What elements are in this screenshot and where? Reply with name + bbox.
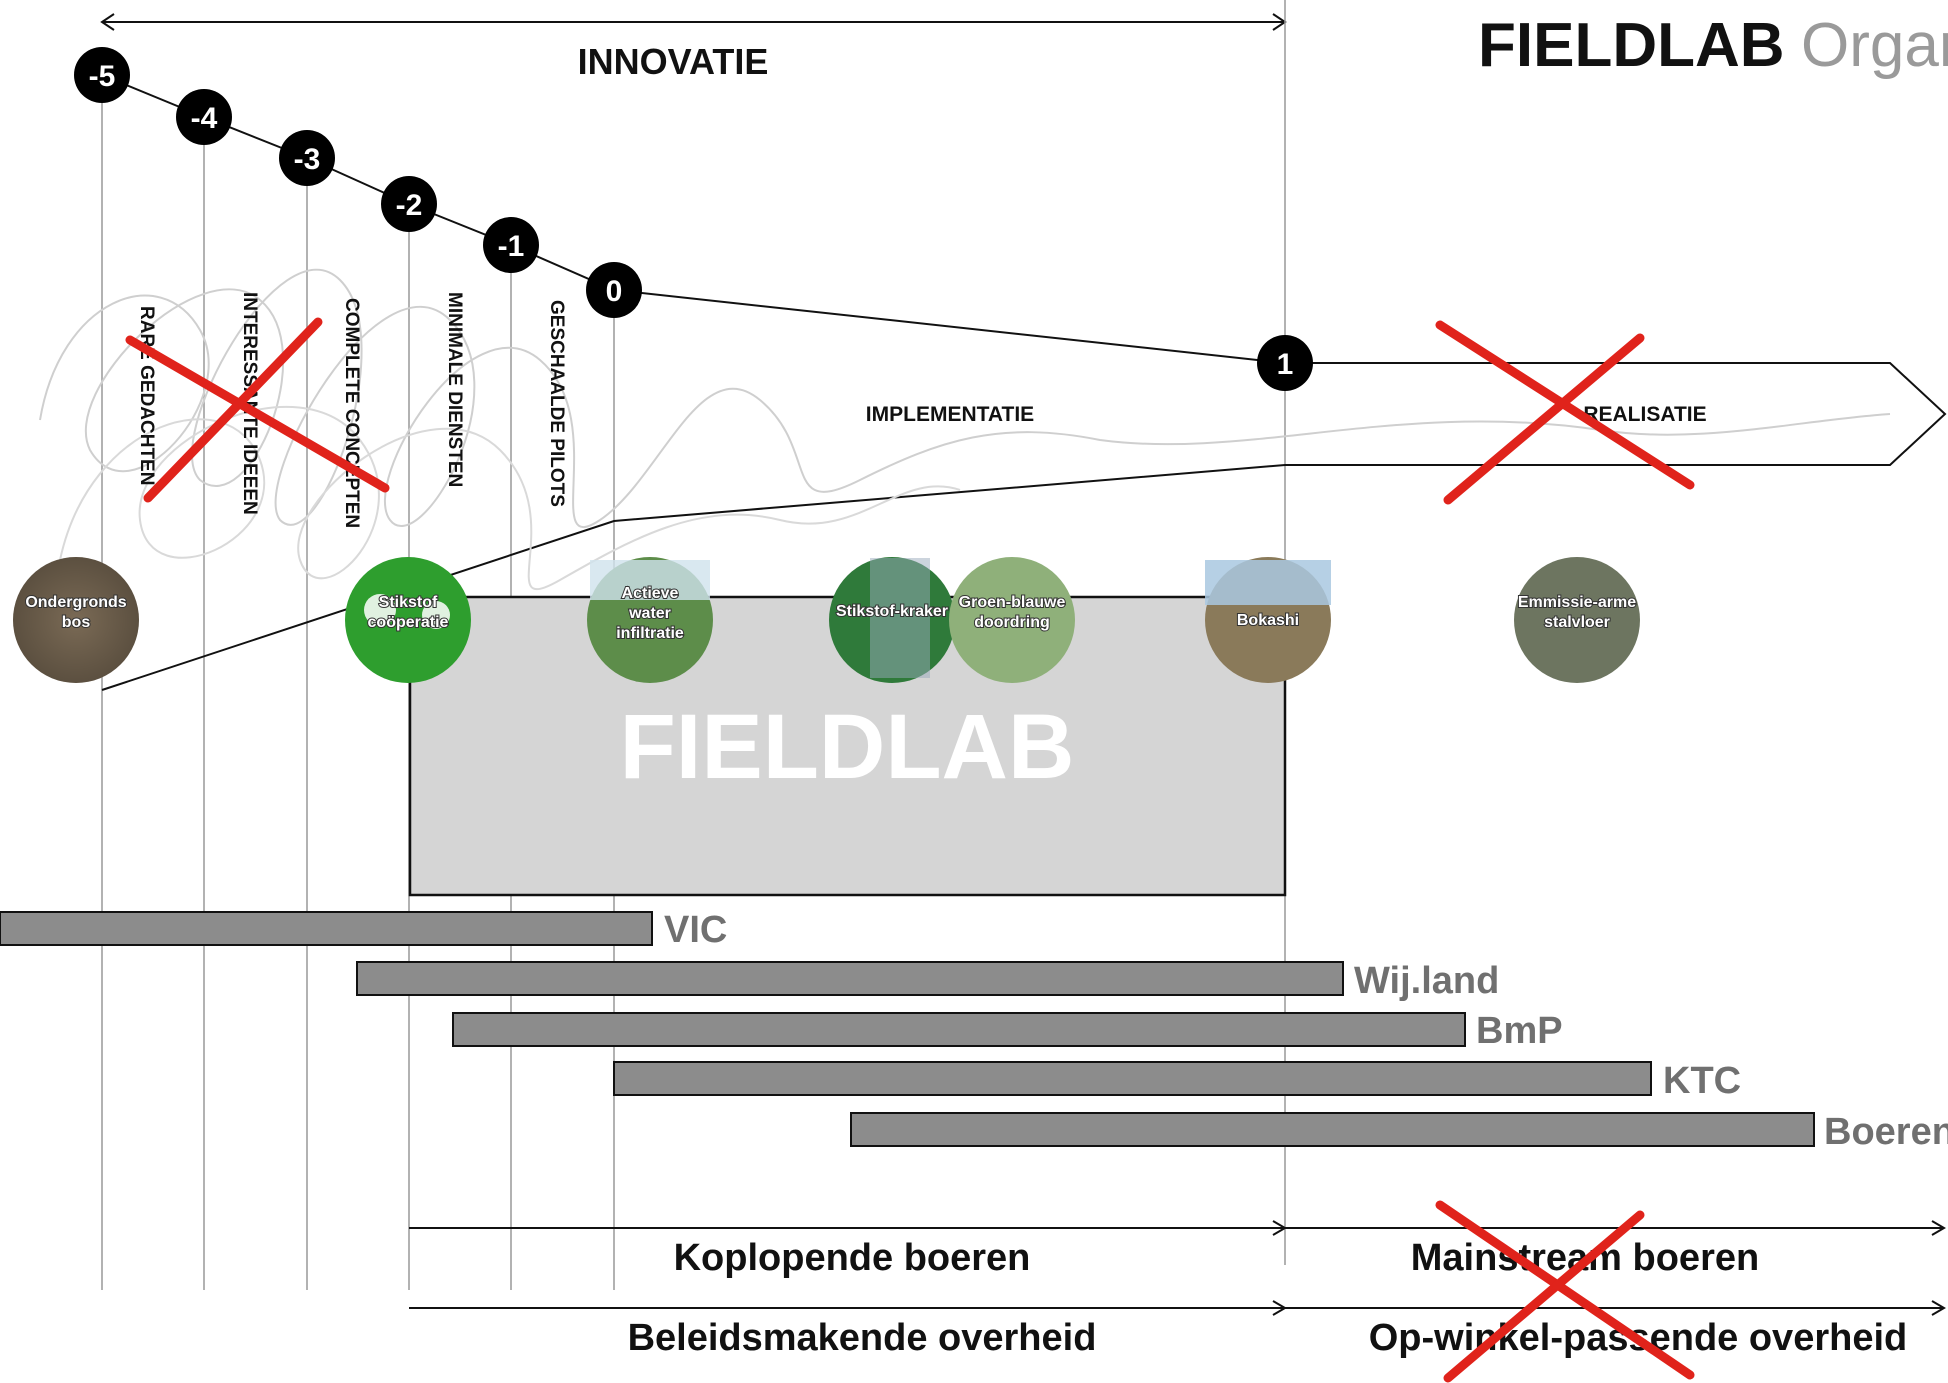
stage-dots	[74, 47, 1313, 391]
innovatie-arrow	[100, 13, 1287, 31]
stage-label: MINIMALE DIENSTEN	[444, 292, 465, 487]
audience-beleidsmakende-overheid: Beleidsmakende overheid	[628, 1317, 1097, 1359]
red-cross-ideas	[125, 317, 390, 503]
bar-ktc	[613, 1061, 1652, 1096]
realisatie-label: REALISATIE	[1583, 403, 1706, 426]
stage-numbers: -5 -4 -3 -2 -1 0 1	[89, 60, 1294, 381]
title-bold: FIELDLAB	[1478, 11, 1785, 80]
innovatie-label: INNOVATIE	[578, 41, 769, 82]
audience-koplopende-boeren: Koplopende boeren	[674, 1237, 1031, 1279]
stage-number: 0	[606, 275, 623, 308]
circle-label: Stikstof-kraker	[836, 603, 948, 620]
bar-bmp	[452, 1012, 1466, 1047]
bar-label-bmp: BmP	[1476, 1010, 1563, 1052]
background-scribble	[39, 268, 1891, 529]
bar-wij-land	[356, 961, 1344, 996]
bar-vic	[0, 911, 653, 946]
title-thin: Organ	[1801, 11, 1948, 80]
red-cross-mainstream	[1435, 1200, 1695, 1383]
circle-bokashi[interactable]: Bokashi	[1205, 557, 1331, 683]
stage-label: INTERESSANTE IDEEEN	[239, 292, 260, 515]
bar-label-boeren: Boeren	[1824, 1111, 1948, 1153]
red-cross-realisatie	[1435, 320, 1695, 505]
stage-number: -5	[89, 60, 116, 93]
background-scribble-2	[59, 405, 961, 591]
bar-label-vic: VIC	[664, 909, 727, 951]
stage-number: -2	[396, 189, 423, 222]
circle-stikstof-kraker[interactable]: Stikstof-kraker	[829, 557, 955, 683]
stage-number: 1	[1277, 348, 1294, 381]
page-title: FIELDLAB Organ	[1478, 11, 1948, 80]
audience-arrows	[409, 1220, 1946, 1316]
fieldlab-box-label: FIELDLAB	[620, 696, 1075, 798]
bar-label-wij-land: Wij.land	[1354, 960, 1499, 1002]
circle-label: Bokashi	[1237, 612, 1299, 629]
organisation-bars: VIC Wij.land BmP KTC Boeren	[0, 909, 1948, 1153]
bar-boeren	[850, 1112, 1815, 1147]
stage-number: -1	[498, 230, 525, 263]
stage-number: -4	[191, 102, 218, 135]
bar-label-ktc: KTC	[1663, 1060, 1741, 1102]
stage-number: -3	[294, 143, 321, 176]
implementatie-label: IMPLEMENTATIE	[866, 403, 1034, 426]
stage-label: GESCHAALDE PILOTS	[546, 300, 567, 507]
stage-label: RARE GEDACHTEN	[136, 306, 157, 485]
stage-label: COMPLETE CONCEPTEN	[341, 298, 362, 528]
